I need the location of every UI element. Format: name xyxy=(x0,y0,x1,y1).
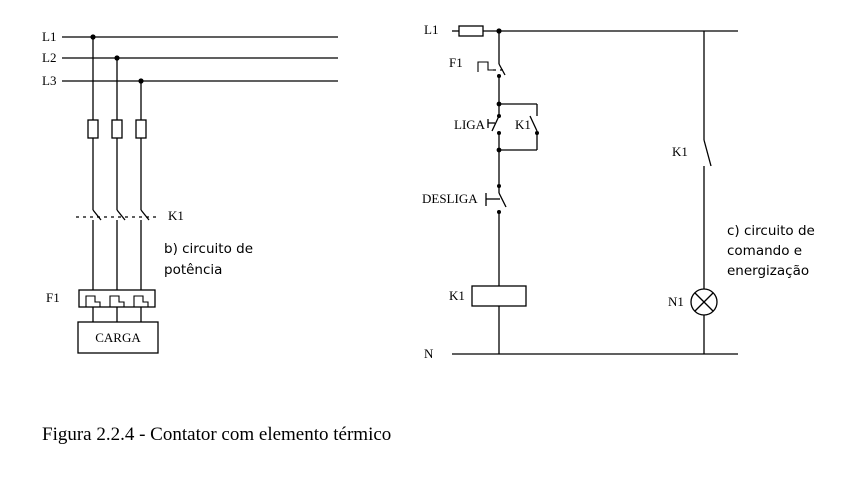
control-fuse-symbol xyxy=(458,25,484,37)
lamp-contact-k1-label: K1 xyxy=(672,144,688,159)
line-l3-label: L3 xyxy=(42,73,56,88)
contactor-k1-label: K1 xyxy=(168,208,184,223)
line-l2-label: L2 xyxy=(42,50,56,65)
control-circuit-note: energização xyxy=(727,263,809,279)
load-label: CARGA xyxy=(95,330,141,345)
hold-contact-k1-label: K1 xyxy=(515,117,531,132)
power-circuit-note: b) circuito de xyxy=(164,241,253,257)
coil-k1-label: K1 xyxy=(449,288,465,303)
coil-k1 xyxy=(471,285,527,307)
relay-f1-contact xyxy=(477,58,506,78)
thermal-relay-f1-label: F1 xyxy=(46,290,60,305)
neutral-label: N xyxy=(424,346,434,361)
fuse-symbol xyxy=(135,119,147,139)
line-l1-label: L1 xyxy=(42,29,56,44)
fuse-symbol xyxy=(87,119,99,139)
load-box xyxy=(77,321,159,354)
control-circuit-note: comando e xyxy=(727,243,802,259)
thermal-relay-f1 xyxy=(78,289,156,308)
signal-lamp xyxy=(690,288,718,316)
on-pushbutton xyxy=(487,104,501,135)
on-pushbutton-label: LIGA xyxy=(454,117,486,132)
relay-f1-contact-label: F1 xyxy=(449,55,463,70)
power-circuit-note: potência xyxy=(164,262,222,278)
control-circuit: L1 N F1 LIGA xyxy=(422,22,815,361)
lamp-contact-k1 xyxy=(703,139,712,167)
power-circuit: L1 L2 L3 K1 b) circuito de pot xyxy=(42,29,338,354)
figure-caption: Figura 2.2.4 - Contator com elemento tér… xyxy=(42,424,391,445)
fuse-symbol xyxy=(111,119,123,139)
off-pushbutton xyxy=(485,184,507,214)
contactor-k1-main-contacts xyxy=(76,209,160,221)
off-pushbutton-label: DESLIGA xyxy=(422,191,478,206)
signal-lamp-label: N1 xyxy=(668,294,684,309)
control-line-l1-label: L1 xyxy=(424,22,438,37)
hold-contact-k1 xyxy=(529,104,539,150)
control-circuit-note: c) circuito de xyxy=(727,223,815,239)
